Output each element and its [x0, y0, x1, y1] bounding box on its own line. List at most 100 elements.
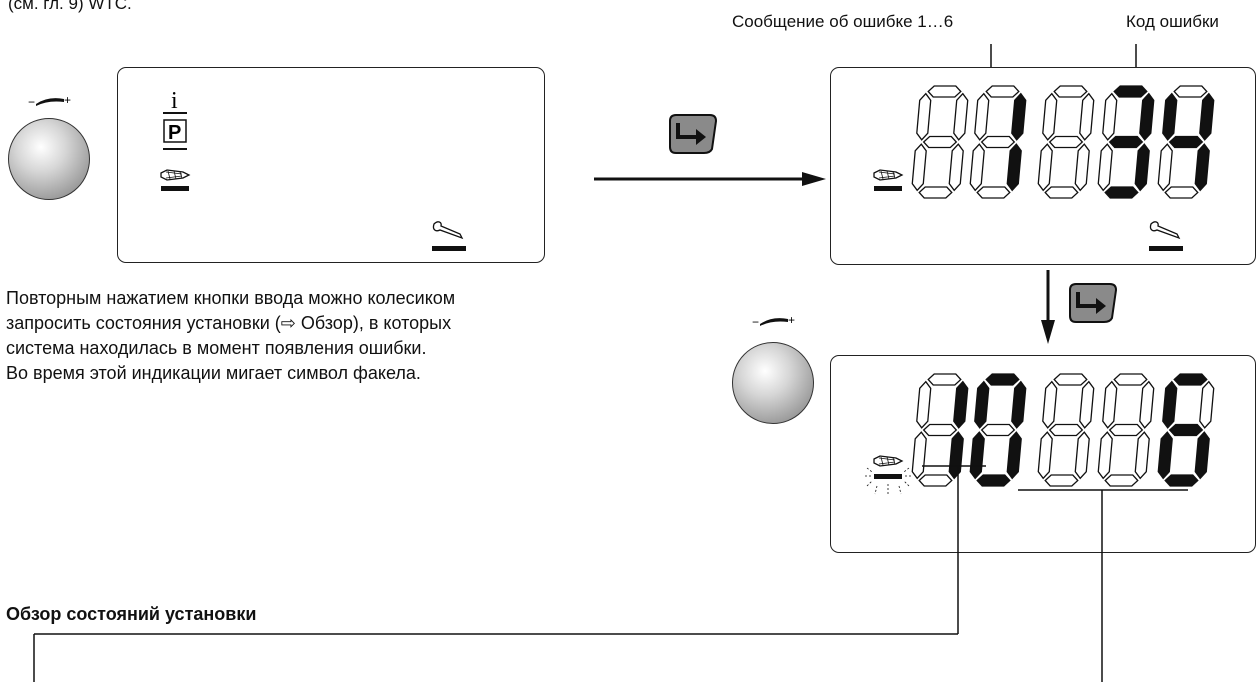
- segment-b: [953, 92, 969, 141]
- segment-d: [918, 186, 953, 199]
- segment-a: [1053, 373, 1088, 386]
- segment-e: [969, 431, 985, 480]
- segment-b: [1139, 92, 1155, 141]
- segment-d: [976, 474, 1011, 487]
- segment-b: [953, 380, 969, 429]
- segment-e: [1157, 431, 1173, 480]
- seven-segment-digit: [1037, 85, 1095, 199]
- segment-f: [916, 380, 932, 429]
- seven-segment-digit: [969, 85, 1027, 199]
- segment-a: [1113, 85, 1148, 98]
- segment-d: [1044, 474, 1079, 487]
- svg-text:+: +: [788, 313, 795, 327]
- segment-a: [927, 85, 962, 98]
- wrench-icon: [1149, 221, 1183, 251]
- segment-c: [1134, 143, 1150, 192]
- segment-f: [1162, 92, 1178, 141]
- segment-e: [911, 431, 927, 480]
- segment-d: [1104, 474, 1139, 487]
- display-panel-3: [830, 355, 1256, 553]
- segment-f: [974, 380, 990, 429]
- wrench-icon: [432, 221, 466, 251]
- segment-a: [1113, 373, 1148, 386]
- paragraph-line: Повторным нажатием кнопки ввода можно ко…: [6, 288, 456, 308]
- display-3-digits: [911, 373, 1215, 487]
- info-icon: i: [163, 88, 187, 114]
- top-cut-text: (см. гл. 9) WTC.: [8, 0, 132, 13]
- segment-d: [1104, 186, 1139, 199]
- segment-g: [1048, 135, 1084, 149]
- segment-e: [1157, 143, 1173, 192]
- segment-d: [1164, 186, 1199, 199]
- segment-d: [1044, 186, 1079, 199]
- segment-c: [948, 431, 964, 480]
- segment-f: [1162, 380, 1178, 429]
- torch-icon: [873, 169, 904, 191]
- enter-key-icon[interactable]: [666, 111, 720, 157]
- segment-g: [1048, 423, 1084, 437]
- seven-segment-digit: [1157, 85, 1215, 199]
- control-knob[interactable]: [8, 118, 90, 200]
- segment-a: [1053, 85, 1088, 98]
- segment-c: [1194, 143, 1210, 192]
- torch-blinking-icon: [865, 455, 913, 495]
- segment-g: [1108, 135, 1144, 149]
- knob-scale-icon: − +: [28, 93, 71, 109]
- seven-segment-digit: [1097, 373, 1155, 487]
- down-arrow-icon: [1041, 270, 1055, 344]
- display-panel-1: i P: [117, 67, 545, 263]
- svg-text:+: +: [64, 93, 71, 107]
- torch-icon: [160, 169, 191, 191]
- segment-f: [1042, 92, 1058, 141]
- svg-text:P: P: [168, 122, 181, 144]
- segment-f: [974, 92, 990, 141]
- seven-segment-digit: [969, 373, 1027, 487]
- segment-b: [1079, 380, 1095, 429]
- segment-b: [1011, 92, 1027, 141]
- svg-text:−: −: [752, 315, 759, 329]
- segment-b: [1011, 380, 1027, 429]
- segment-c: [1194, 431, 1210, 480]
- segment-f: [1102, 380, 1118, 429]
- segment-g: [980, 423, 1016, 437]
- segment-d: [976, 186, 1011, 199]
- error-message-label: Сообщение об ошибке 1…6: [732, 12, 954, 31]
- segment-g: [922, 135, 958, 149]
- segment-g: [922, 423, 958, 437]
- seven-segment-digit: [911, 373, 969, 487]
- knob-scale-icon: − +: [752, 313, 795, 329]
- svg-text:i: i: [171, 88, 178, 114]
- segment-a: [985, 373, 1020, 386]
- seven-segment-digit: [911, 85, 969, 199]
- segment-d: [918, 474, 953, 487]
- segment-e: [1097, 143, 1113, 192]
- segment-c: [948, 143, 964, 192]
- svg-text:−: −: [28, 95, 35, 109]
- control-knob[interactable]: [732, 342, 814, 424]
- segment-a: [985, 85, 1020, 98]
- segment-b: [1199, 380, 1215, 429]
- segment-a: [1173, 373, 1208, 386]
- paragraph-line: система находилась в момент появления ош…: [6, 338, 427, 358]
- segment-c: [1074, 431, 1090, 480]
- segment-e: [969, 143, 985, 192]
- right-arrow-icon: [594, 172, 826, 186]
- description-paragraph: Повторным нажатием кнопки ввода можно ко…: [6, 286, 566, 386]
- segment-c: [1134, 431, 1150, 480]
- segment-g: [1168, 423, 1204, 437]
- seven-segment-digit: [1037, 373, 1095, 487]
- segment-e: [911, 143, 927, 192]
- paragraph-line: запросить состояния установки (⇨ Обзор),…: [6, 313, 452, 333]
- segment-g: [980, 135, 1016, 149]
- segment-e: [1037, 431, 1053, 480]
- segment-e: [1037, 143, 1053, 192]
- segment-c: [1006, 143, 1022, 192]
- segment-a: [1173, 85, 1208, 98]
- section-heading: Обзор состояний установки: [6, 604, 257, 624]
- error-code-label: Код ошибки: [1126, 12, 1219, 31]
- enter-key-icon[interactable]: [1066, 280, 1120, 326]
- paragraph-line: Во время этой индикации мигает символ фа…: [6, 363, 421, 383]
- seven-segment-digit: [1157, 373, 1215, 487]
- segment-f: [1102, 92, 1118, 141]
- segment-c: [1074, 143, 1090, 192]
